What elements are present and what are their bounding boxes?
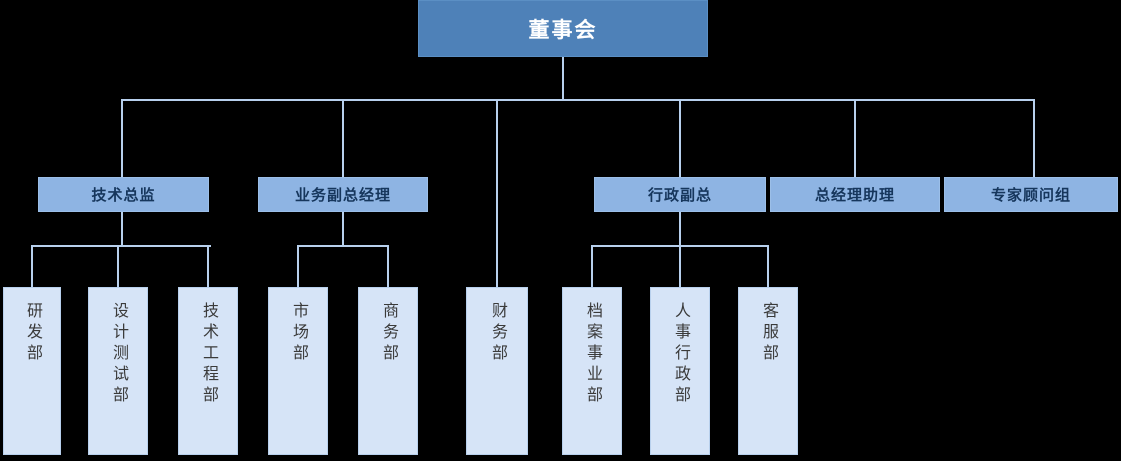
connector-drop-rd [31,245,33,288]
node-label: 人事行政部 [672,302,689,407]
node-rd-department[interactable]: 研发部 [3,287,61,455]
connector-bizvp-bus [297,245,389,247]
connector-drop-mkt [297,245,299,288]
node-label: 市场部 [290,302,307,365]
node-label: 业务副总经理 [294,187,391,204]
connector-drop-qa [117,245,119,288]
connector-adminvp-stem [679,212,681,247]
node-administrative-vice-gm[interactable]: 行政副总 [594,177,766,212]
connector-drop-eng [207,245,209,288]
node-business-vice-gm[interactable]: 业务副总经理 [258,177,428,212]
connector-drop-expert [1033,99,1035,178]
connector-root-stem [562,57,564,101]
node-expert-advisory-group[interactable]: 专家顾问组 [944,177,1118,212]
node-technical-director[interactable]: 技术总监 [38,177,209,212]
node-label: 研发部 [24,302,41,365]
node-design-testing-department[interactable]: 设计测试部 [88,287,148,455]
node-technical-engineering-department[interactable]: 技术工程部 [178,287,238,455]
node-board-of-directors[interactable]: 董事会 [418,0,708,57]
connector-drop-adminvp [679,99,681,178]
node-hr-administration-department[interactable]: 人事行政部 [650,287,710,455]
connector-drop-hr [679,245,681,288]
connector-drop-cto [121,99,123,178]
node-label: 行政副总 [647,187,712,204]
node-label: 总经理助理 [814,187,895,204]
connector-drop-arch [591,245,593,288]
node-label: 董事会 [528,18,598,42]
node-finance-department[interactable]: 财务部 [466,287,528,455]
node-gm-assistant[interactable]: 总经理助理 [770,177,940,212]
connector-cto-stem [121,212,123,247]
node-label: 客服部 [760,302,777,365]
connector-level2-bus [121,99,1035,101]
node-label: 技术工程部 [200,302,217,407]
node-label: 财务部 [489,302,506,365]
connector-drop-cs [767,245,769,288]
connector-drop-finance [496,99,498,288]
node-archives-division[interactable]: 档案事业部 [562,287,622,455]
connector-cto-bus [31,245,211,247]
connector-drop-gmasst [854,99,856,178]
node-label: 档案事业部 [584,302,601,407]
connector-drop-bizvp [342,99,344,178]
node-label: 商务部 [380,302,397,365]
node-label: 专家顾问组 [990,187,1071,204]
node-commerce-department[interactable]: 商务部 [358,287,418,455]
node-label: 设计测试部 [110,302,127,407]
connector-bizvp-stem [342,212,344,247]
node-customer-service-department[interactable]: 客服部 [738,287,798,455]
node-label: 技术总监 [91,187,156,204]
node-marketing-department[interactable]: 市场部 [268,287,328,455]
connector-drop-comm [387,245,389,288]
